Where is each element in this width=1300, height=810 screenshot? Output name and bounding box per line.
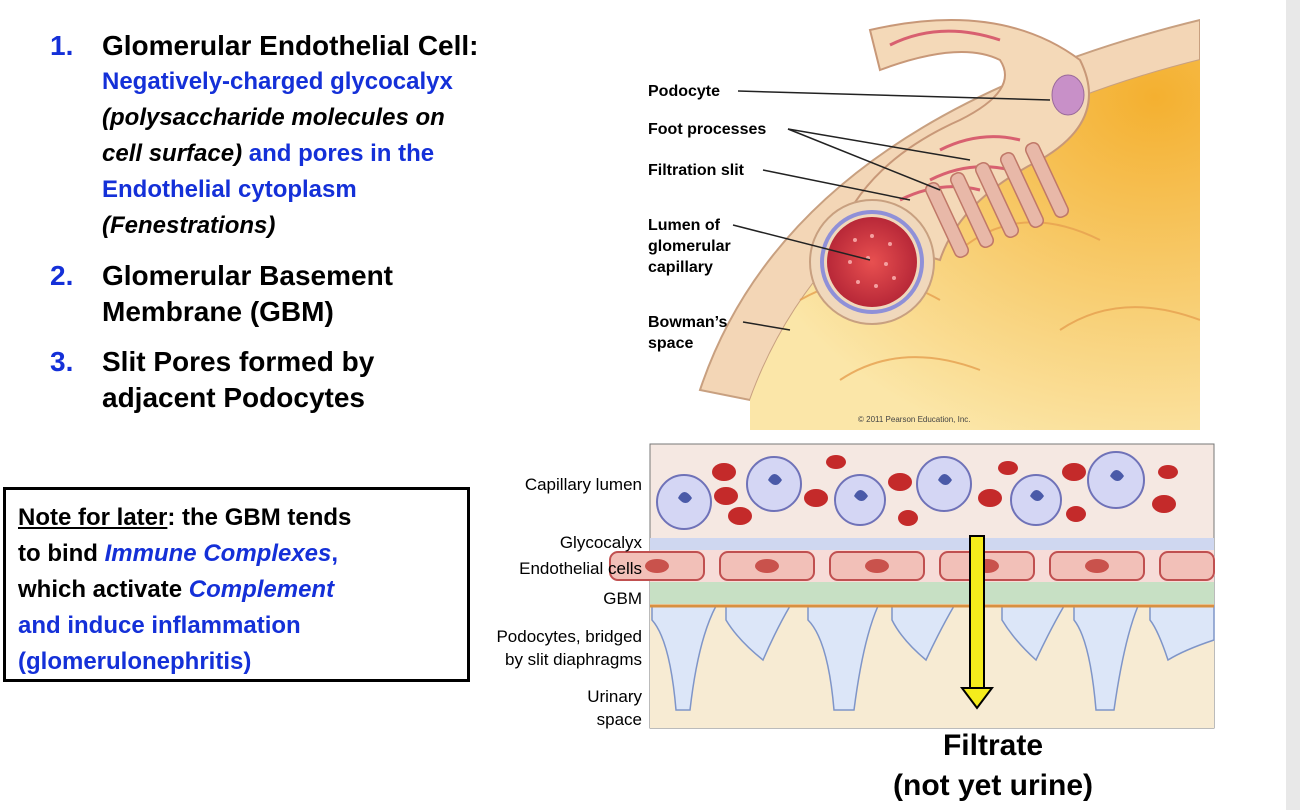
list-number: 2. <box>50 260 74 291</box>
list-title: Slit Pores formed by <box>102 346 375 377</box>
list-number: 3. <box>50 346 74 377</box>
copyright: © 2011 Pearson Education, Inc. <box>858 415 970 424</box>
label-urinary-space: space <box>597 710 642 729</box>
note-label: Note for later <box>18 504 168 531</box>
label-lumen: capillary <box>648 259 713 276</box>
list-number: 1. <box>50 30 74 61</box>
list-item: 2. Glomerular Basement Membrane (GBM) <box>50 258 590 330</box>
list-item: 3. Slit Pores formed by adjacent Podocyt… <box>50 344 590 416</box>
label-capillary-lumen: Capillary lumen <box>525 475 642 494</box>
red-blood-cells <box>712 455 1178 526</box>
label-bowmans-space: space <box>648 335 693 352</box>
label-lumen: glomerular <box>648 238 731 255</box>
list-item: 1. Glomerular Endothelial Cell: Negative… <box>50 28 590 244</box>
scrollbar[interactable] <box>1286 0 1300 810</box>
filtration-barrier-diagram: Capillary lumen Glycocalyx Endothelial c… <box>496 443 1215 729</box>
filtrate-caption: Filtrate (not yet urine) <box>893 729 1093 802</box>
list-desc: Negatively-charged glycocalyx (polysacch… <box>102 68 453 239</box>
label-endothelial-cells: Endothelial cells <box>519 559 642 578</box>
list-title: Glomerular Basement <box>102 260 393 291</box>
top-diagram-labels: Podocyte Foot processes Filtration slit … <box>648 83 766 352</box>
label-lumen: Lumen of <box>648 217 721 234</box>
note-box: Note for later: the GBM tends to bind Im… <box>3 487 470 682</box>
filtration-arrow <box>960 535 994 710</box>
list-title: Membrane (GBM) <box>102 296 334 327</box>
label-podocytes: by slit diaphragms <box>505 650 642 669</box>
label-urinary-space: Urinary <box>587 687 642 706</box>
numbered-list: 1. Glomerular Endothelial Cell: Negative… <box>50 28 590 430</box>
label-glycocalyx: Glycocalyx <box>560 533 643 552</box>
list-title: adjacent Podocytes <box>102 382 365 413</box>
glomerulus-illustration: Podocyte Foot processes Filtration slit … <box>648 18 1200 430</box>
label-podocytes: Podocytes, bridged <box>496 627 642 646</box>
label-filtration-slit: Filtration slit <box>648 162 745 179</box>
bottom-diagram-labels: Capillary lumen Glycocalyx Endothelial c… <box>496 475 642 729</box>
label-bowmans-space: Bowman’s <box>648 314 728 331</box>
label-podocyte: Podocyte <box>648 83 720 100</box>
list-title: Glomerular Endothelial Cell: <box>102 30 479 61</box>
label-foot-processes: Foot processes <box>648 121 766 138</box>
label-gbm: GBM <box>603 589 642 608</box>
white-blood-cells <box>656 451 1145 530</box>
